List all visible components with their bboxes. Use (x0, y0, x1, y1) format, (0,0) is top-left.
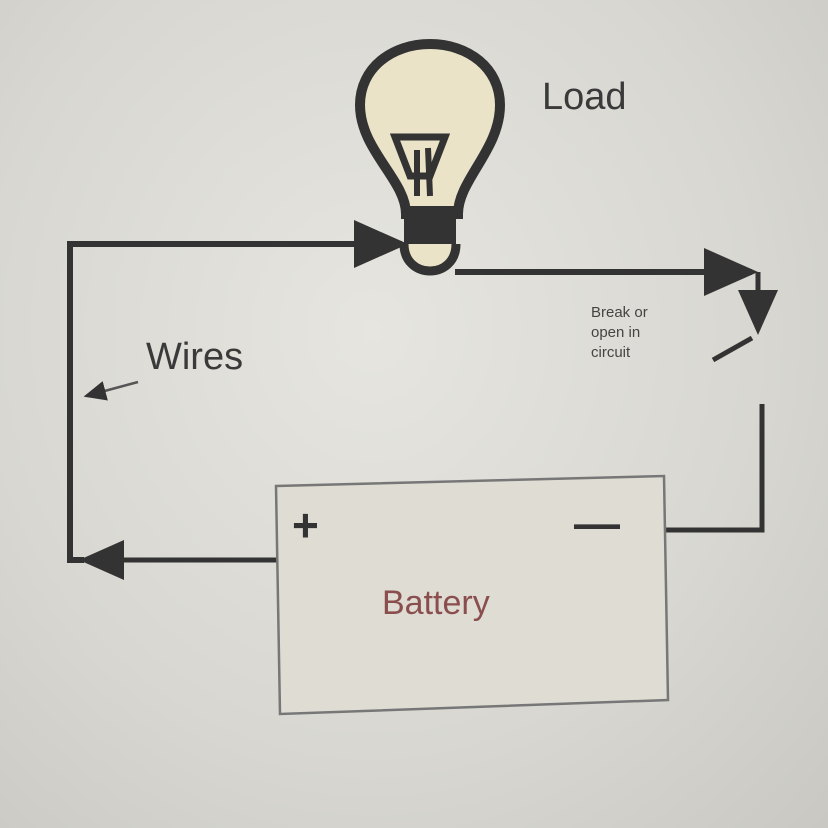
break-label-line: open in (591, 324, 641, 341)
break-label-line: Break or (591, 304, 648, 321)
battery-label: Battery (382, 584, 490, 622)
wires-pointer-arrow (83, 380, 139, 401)
switch-lever (711, 335, 754, 363)
battery-minus-terminal: — (574, 497, 620, 549)
break-label-line: circuit (591, 344, 631, 361)
battery-plus-terminal: + (292, 499, 319, 551)
lightbulb-icon (354, 38, 506, 276)
load-label: Load (542, 76, 627, 118)
break-label: Break or open in circuit (591, 303, 691, 363)
wire-left (67, 220, 408, 563)
wires-label: Wires (146, 336, 244, 378)
battery-box (274, 474, 670, 716)
wire-right-lower (664, 404, 765, 533)
